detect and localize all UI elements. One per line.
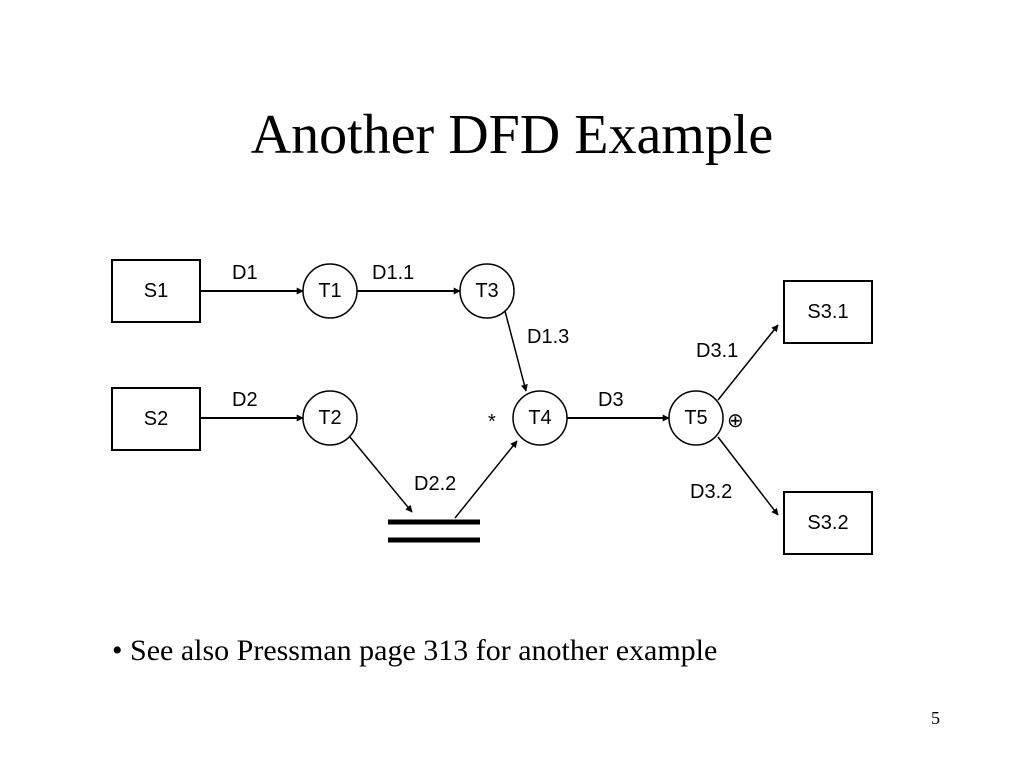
flow-d1-1-label: D1.1: [372, 262, 414, 284]
flow-d2-2-label: D2.2: [414, 473, 456, 495]
process-t4: T4: [512, 390, 568, 446]
flow-d2-2: D2.2: [414, 440, 518, 519]
source-s1: S1: [111, 259, 201, 323]
flow-d1-3-label: D1.3: [527, 326, 569, 348]
process-t1-label: T1: [318, 280, 341, 302]
bullet-item: • See also Pressman page 313 for another…: [112, 634, 718, 667]
flow-d3-2: D3.2: [690, 436, 779, 516]
process-t2-label: T2: [318, 407, 341, 429]
t5-xor-operator: ⊕: [727, 410, 744, 432]
flow-d3-1: D3.1: [696, 324, 779, 401]
process-t2: T2: [302, 390, 358, 446]
flow-d3-1-label: D3.1: [696, 340, 738, 362]
process-t5-label: T5: [684, 407, 707, 429]
process-t5: T5: [668, 390, 724, 446]
source-s1-label: S1: [144, 280, 168, 302]
page-number: 5: [931, 708, 940, 728]
sink-s3-1: S3.1: [783, 280, 873, 344]
flow-d3-label: D3: [598, 389, 624, 411]
t4-and-operator: *: [488, 411, 496, 433]
sink-s3-1-label: S3.1: [807, 301, 848, 323]
flow-d3-2-label: D3.2: [690, 481, 732, 503]
flow-d2-label: D2: [232, 389, 258, 411]
data-store: [388, 519, 480, 543]
sink-s3-2-label: S3.2: [807, 512, 848, 534]
flow-d3: D3: [567, 389, 670, 422]
source-s2-label: S2: [144, 408, 168, 430]
flow-d2: D2: [200, 389, 304, 422]
flow-d1-1: D1.1: [357, 262, 461, 295]
process-t3-label: T3: [475, 280, 498, 302]
source-s2: S2: [111, 387, 201, 451]
process-t3: T3: [459, 263, 515, 319]
flow-d1-3: D1.3: [504, 310, 569, 392]
process-t1: T1: [302, 263, 358, 319]
process-t4-label: T4: [528, 407, 551, 429]
sink-s3-2: S3.2: [783, 491, 873, 555]
slide-title: Another DFD Example: [250, 104, 774, 166]
flow-d1-label: D1: [232, 262, 258, 284]
flow-t2-to-store: [349, 436, 413, 513]
flow-d1: D1: [200, 262, 304, 295]
